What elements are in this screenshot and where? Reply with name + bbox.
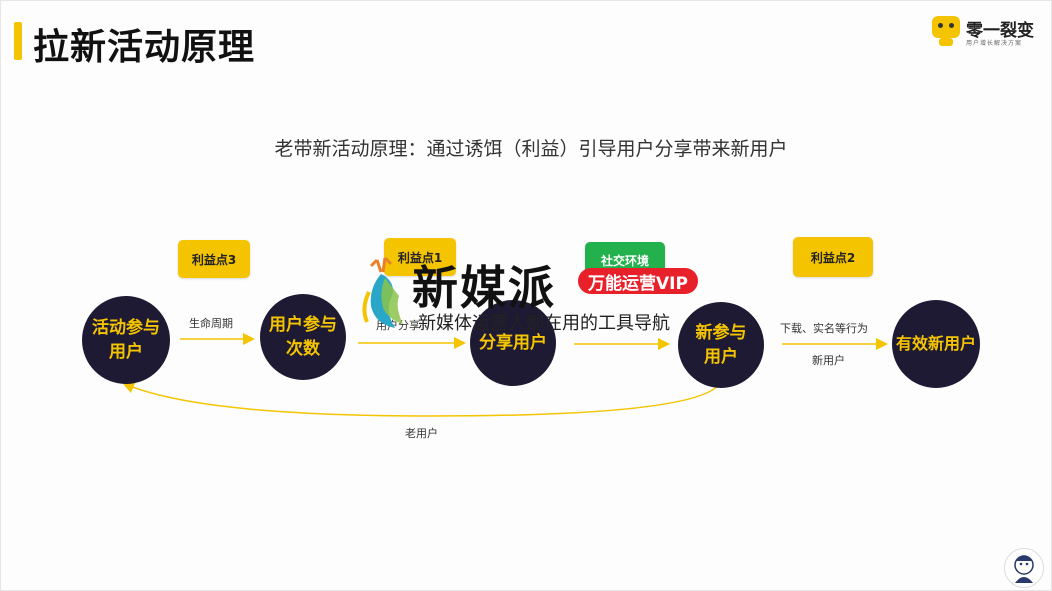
node-participation-count: 用户参与次数 bbox=[260, 294, 346, 380]
assistant-avatar-button[interactable] bbox=[1004, 548, 1044, 588]
node-label: 用户 bbox=[109, 342, 143, 362]
benefit-point-1-tag: 利益点1 bbox=[384, 238, 456, 276]
arrow-n4-n1-return bbox=[122, 382, 721, 417]
watermark-vip-badge: 万能运营VIP bbox=[578, 268, 698, 294]
robot-logo-icon bbox=[932, 16, 960, 38]
brand-tagline: 用户增长解决方案 bbox=[966, 40, 1023, 47]
brand-name: 零一裂变 bbox=[966, 21, 1034, 41]
node-label: 次数 bbox=[286, 339, 320, 359]
watermark-brand-name: 新媒派 bbox=[412, 261, 556, 315]
node-sharing-users: 分享用户 bbox=[470, 300, 556, 386]
edge-label-old-user: 老用户 bbox=[405, 427, 438, 440]
title-accent-bar bbox=[14, 22, 22, 60]
node-label: 新参与 bbox=[695, 323, 747, 343]
edge-label-download: 下载、实名等行为 bbox=[780, 322, 868, 335]
diagram-subtitle: 老带新活动原理：通过诱饵（利益）引导用户分享带来新用户 bbox=[274, 138, 788, 160]
brand-logo: 零一裂变 用户增长解决方案 bbox=[932, 14, 1042, 48]
deer-watermark-icon bbox=[362, 256, 403, 328]
node-label: 用户 bbox=[704, 347, 738, 367]
node-label: 活动参与 bbox=[92, 318, 160, 338]
node-valid-new-users: 有效新用户 bbox=[892, 300, 980, 388]
benefit-point-2-tag: 利益点2 bbox=[793, 237, 873, 277]
node-label: 分享用户 bbox=[479, 333, 547, 353]
benefit-point-3-tag: 利益点3 bbox=[178, 240, 250, 278]
node-activity-users: 活动参与用户 bbox=[82, 296, 170, 384]
node-label: 用户参与 bbox=[269, 315, 337, 335]
cartoon-avatar-icon bbox=[1014, 555, 1034, 583]
watermark-slogan: 新媒体运营人都在用的工具导航 bbox=[418, 313, 670, 334]
node-new-participants: 新参与用户 bbox=[678, 302, 764, 388]
robot-logo-body bbox=[939, 38, 953, 46]
edge-label-new-user: 新用户 bbox=[812, 354, 845, 367]
node-label: 有效新用户 bbox=[895, 334, 976, 353]
edge-label-lifecycle: 生命周期 bbox=[189, 317, 233, 330]
page-title: 拉新活动原理 bbox=[33, 27, 256, 68]
